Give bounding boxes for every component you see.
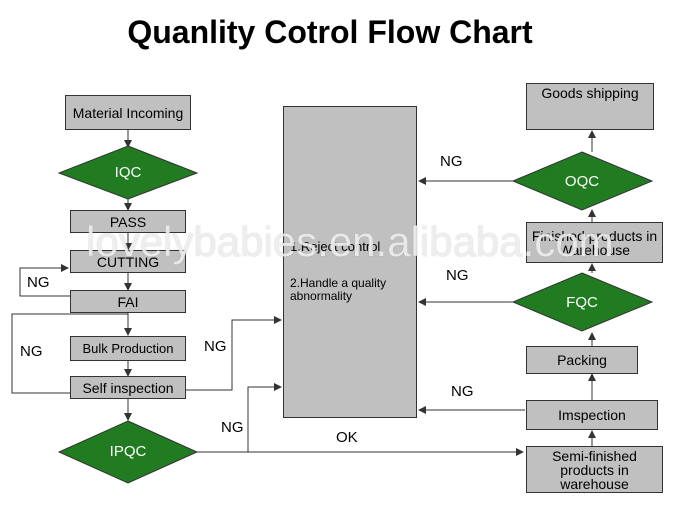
watermark: lovelybabies.en.alibaba.com bbox=[86, 218, 614, 265]
ng-label-fqc: NG bbox=[446, 267, 469, 284]
oqc-label: OQC bbox=[564, 173, 600, 190]
cutting-box: CUTTING bbox=[70, 250, 186, 273]
goods-shipping-box: Goods shipping bbox=[526, 83, 654, 130]
bulk-production-box: Bulk Production bbox=[70, 336, 186, 361]
ng-label-ipqc: NG bbox=[221, 419, 244, 436]
finished-products-box: Finished products in Warehouse bbox=[526, 222, 663, 263]
edge-ipqc-ng-to-reject bbox=[247, 383, 282, 452]
oqc-diamond bbox=[511, 151, 654, 211]
ok-label-ipqc: OK bbox=[336, 429, 358, 446]
self-inspection-box: Self inspection bbox=[70, 376, 186, 399]
ng-label-self-inspection: NG bbox=[20, 343, 43, 360]
iqc-diamond bbox=[57, 145, 199, 200]
edge-self-ng-loop bbox=[11, 313, 128, 394]
handle-abnormality-label: 2.Handle a quality abnormality bbox=[290, 276, 387, 303]
material-incoming-box: Material Incoming bbox=[65, 95, 191, 130]
pass-box: PASS bbox=[70, 210, 186, 233]
edge-fai-ng-loop bbox=[19, 264, 70, 297]
ng-label-fai: NG bbox=[27, 274, 50, 291]
packing-box: Packing bbox=[526, 346, 638, 374]
ng-label-to-reject: NG bbox=[204, 338, 227, 355]
ng-label-oqc: NG bbox=[440, 153, 463, 170]
ng-label-inspection: NG bbox=[451, 383, 474, 400]
fai-box: FAI bbox=[70, 290, 186, 313]
reject-control-box: 1.Reject control 2.Handle a quality abno… bbox=[283, 106, 417, 418]
reject-control-label: 1.Reject control bbox=[290, 239, 381, 254]
edge-self-ng-to-reject bbox=[186, 316, 282, 391]
iqc-label: IQC bbox=[114, 164, 142, 181]
page-title: Quanlity Cotrol Flow Chart bbox=[127, 14, 533, 50]
fqc-label: FQC bbox=[566, 294, 598, 311]
inspection-box: Imspection bbox=[526, 400, 658, 430]
semi-finished-box: Semi-finished products in warehouse bbox=[526, 446, 663, 493]
ipqc-label: IPQC bbox=[109, 443, 147, 460]
ipqc-diamond bbox=[57, 420, 199, 484]
fqc-diamond bbox=[511, 272, 654, 332]
